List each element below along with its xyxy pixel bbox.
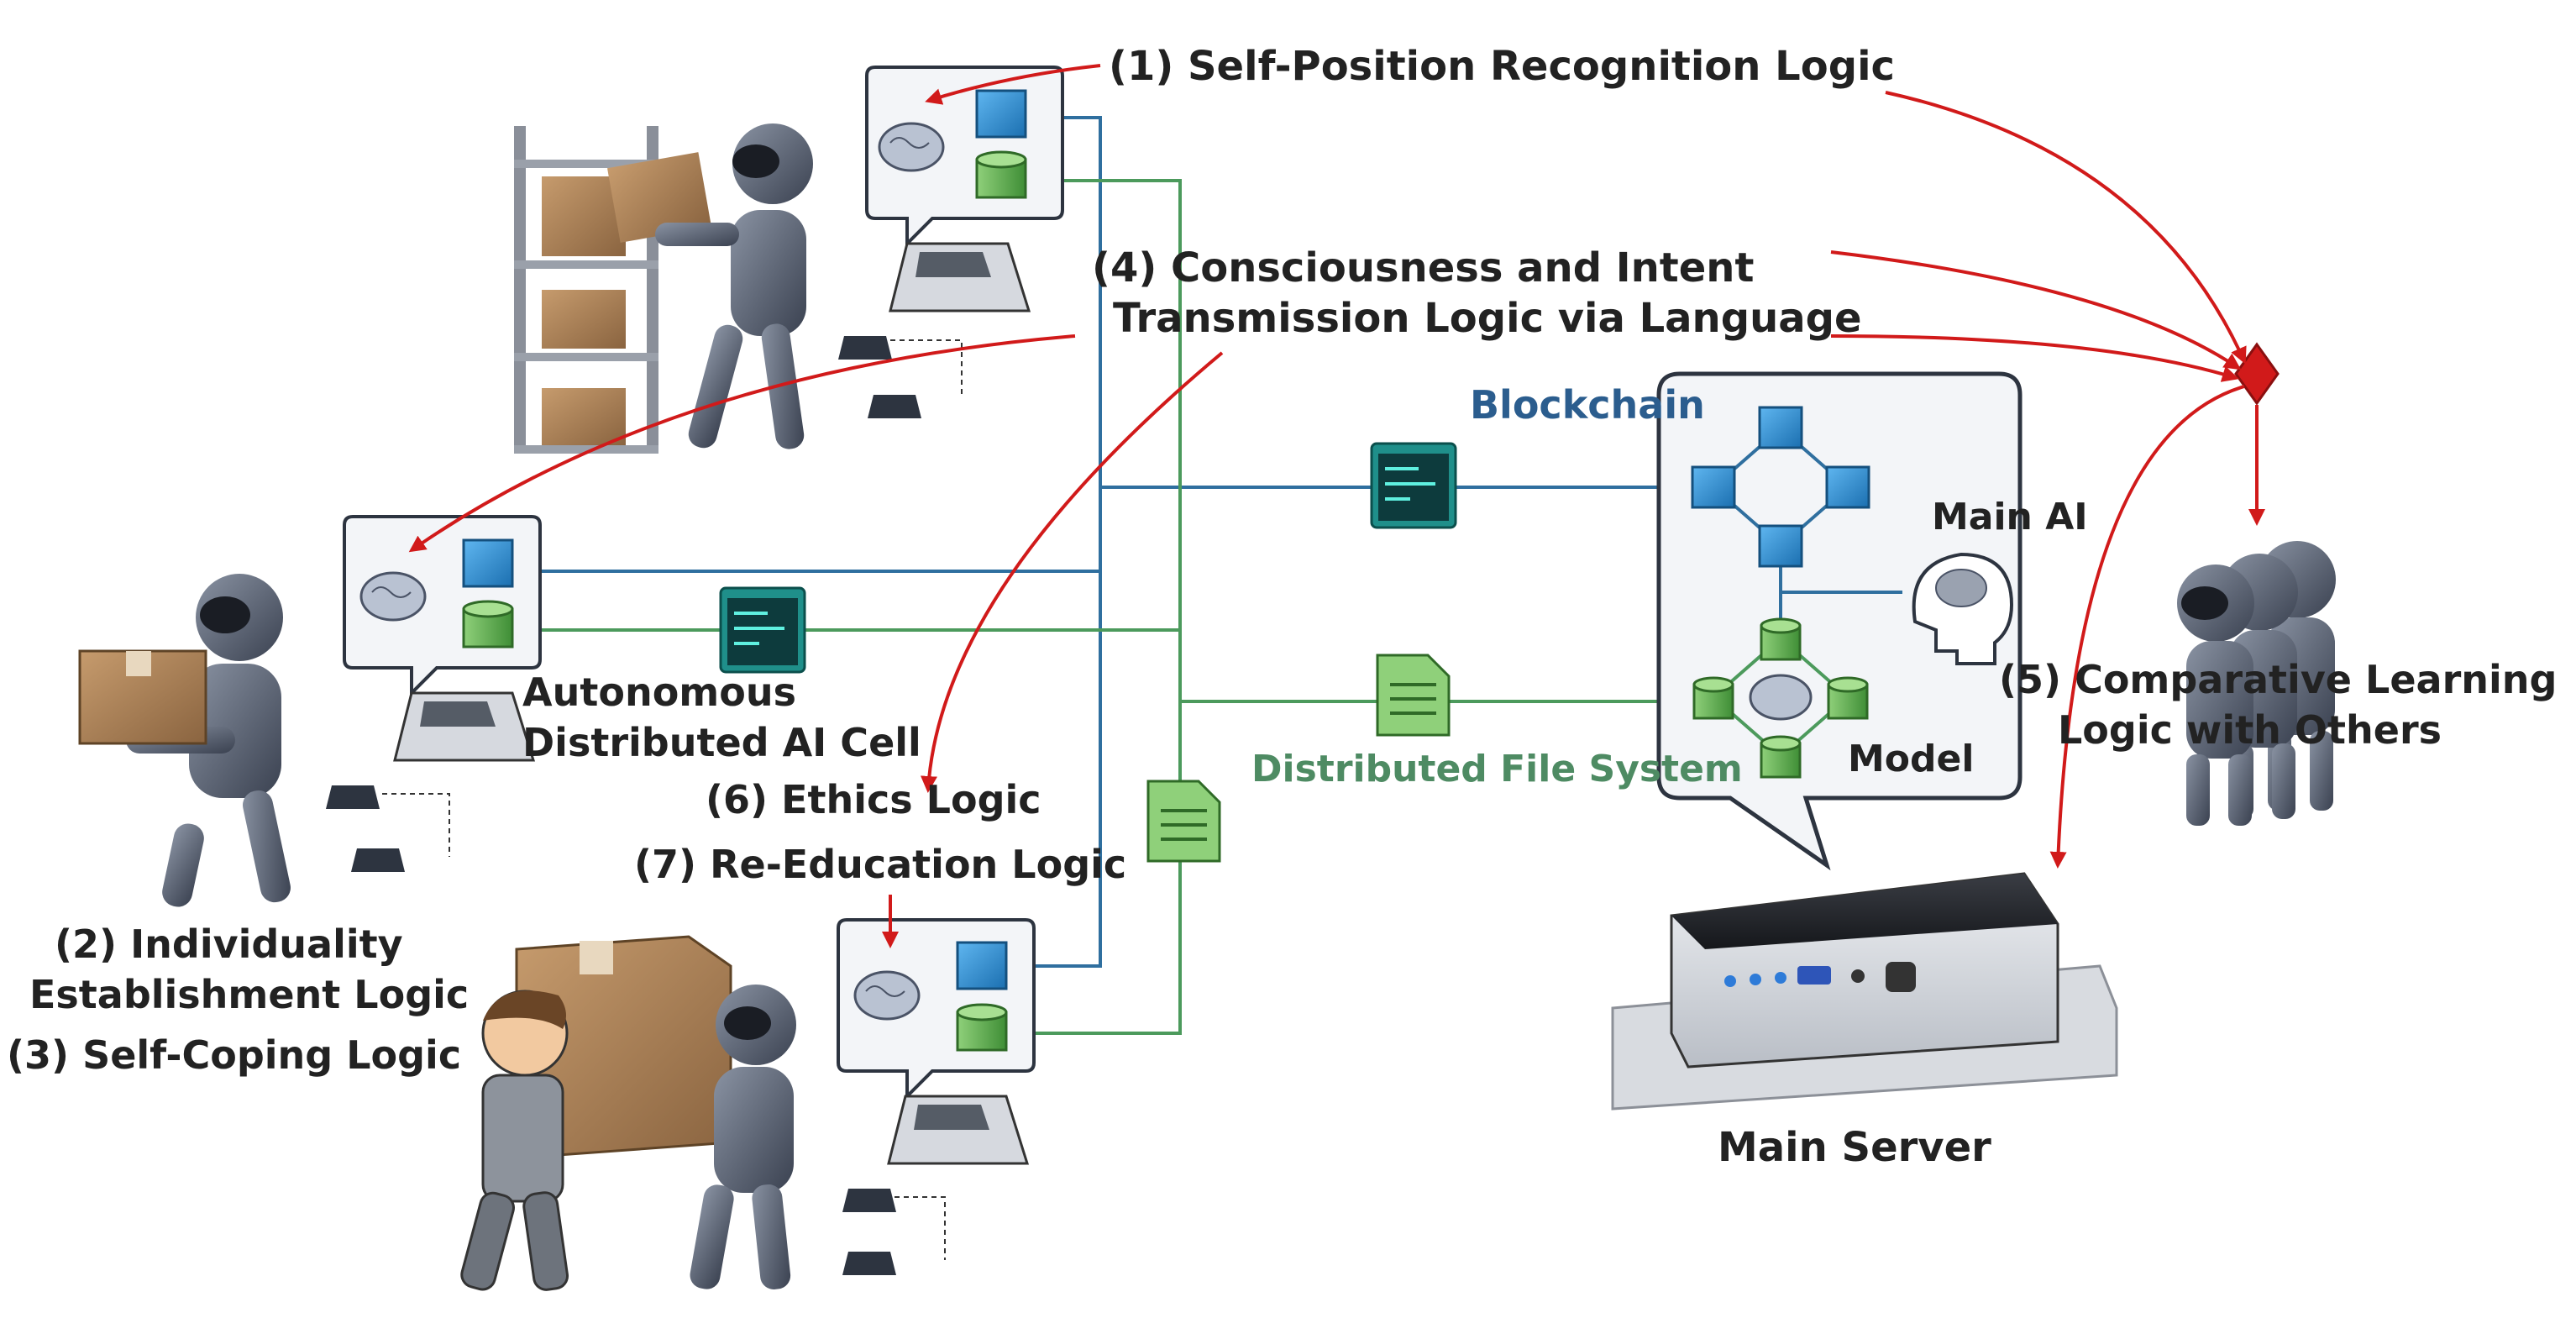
robot-icon xyxy=(2177,564,2254,826)
brain-icon xyxy=(853,970,921,1021)
camera-sensors xyxy=(326,785,450,872)
label-consciousness-1: (4) Consciousness and Intent xyxy=(1092,244,1754,291)
text-labels: (1) Self-Position Recognition Logic (4) … xyxy=(7,43,2557,1171)
box-icon xyxy=(78,649,207,745)
label-dfs: Distributed File System xyxy=(1251,748,1743,790)
cylinder-icon xyxy=(462,600,514,648)
cube-icon xyxy=(1691,465,1736,509)
cylinder-icon xyxy=(975,150,1027,199)
label-cell-2: Distributed AI Cell xyxy=(522,720,921,765)
ai-cell-middle xyxy=(326,515,542,872)
head-icon xyxy=(1912,552,2014,665)
main-ai-bubble xyxy=(1656,371,2023,871)
label-ethics: (6) Ethics Logic xyxy=(706,777,1041,822)
laptop-icon xyxy=(887,1095,1030,1165)
label-blockchain: Blockchain xyxy=(1470,382,1705,428)
robot-carrying-box xyxy=(78,574,291,907)
cylinder-icon xyxy=(1760,617,1802,661)
label-reeducation: (7) Re-Education Logic xyxy=(634,842,1126,887)
logic-arrows xyxy=(408,64,2265,948)
cube-icon xyxy=(1825,465,1870,509)
label-model: Model xyxy=(1848,738,1974,780)
cube-icon xyxy=(462,538,514,588)
human-icon xyxy=(460,990,569,1291)
arrow-ethics xyxy=(921,351,1224,793)
cube-icon xyxy=(1758,406,1803,449)
cube-icon xyxy=(975,89,1027,139)
label-main-ai: Main AI xyxy=(1932,496,2088,538)
arrow-self-position xyxy=(925,64,1101,105)
document-icon xyxy=(1146,780,1221,863)
laptop-icon xyxy=(889,242,1031,312)
label-comparative-2: Logic with Others xyxy=(2058,707,2442,753)
robot-icon xyxy=(607,123,813,449)
cube-icon xyxy=(956,941,1008,990)
label-self-coping: (3) Self-Coping Logic xyxy=(7,1032,461,1078)
arrow-to-server xyxy=(2049,385,2245,869)
laptop-icon xyxy=(393,691,536,762)
label-cell-1: Autonomous xyxy=(522,670,796,715)
label-main-server: Main Server xyxy=(1718,1124,1991,1171)
warehouse-robot-shelf xyxy=(514,123,813,454)
label-comparative-1: (5) Comparative Learning xyxy=(1999,657,2557,702)
label-self-position: (1) Self-Position Recognition Logic xyxy=(1109,43,1895,90)
terminal-icon xyxy=(719,586,806,674)
camera-sensors xyxy=(838,336,963,418)
arrow-to-middle-cell xyxy=(408,334,1076,553)
server-icon xyxy=(1611,872,2118,1111)
brain-icon xyxy=(359,571,427,622)
brain-icon xyxy=(878,122,945,172)
arrow-to-diamond-1 xyxy=(1885,91,2247,365)
cylinder-icon xyxy=(956,1003,1008,1052)
camera-sensors xyxy=(842,1189,946,1275)
terminal-icon xyxy=(1370,442,1457,529)
cylinder-icon xyxy=(1692,676,1734,720)
cube-icon xyxy=(1758,524,1803,568)
human-and-robot-carrying-box xyxy=(460,935,796,1291)
cylinder-icon xyxy=(1827,676,1869,720)
brain-icon xyxy=(1749,674,1813,721)
label-individuality-1: (2) Individuality xyxy=(55,922,403,967)
label-individuality-2: Establishment Logic xyxy=(29,972,469,1017)
robot-icon xyxy=(690,985,796,1289)
robots-group xyxy=(2177,541,2336,826)
arrow-to-diamond-2 xyxy=(1830,250,2242,370)
label-consciousness-2: Transmission Logic via Language xyxy=(1113,295,1862,342)
document-icon xyxy=(1376,654,1451,737)
ai-cell-bottom xyxy=(837,918,1036,1275)
arrow-to-diamond-3 xyxy=(1830,334,2239,382)
cylinder-icon xyxy=(1760,735,1802,779)
ai-cell-top xyxy=(838,66,1064,418)
